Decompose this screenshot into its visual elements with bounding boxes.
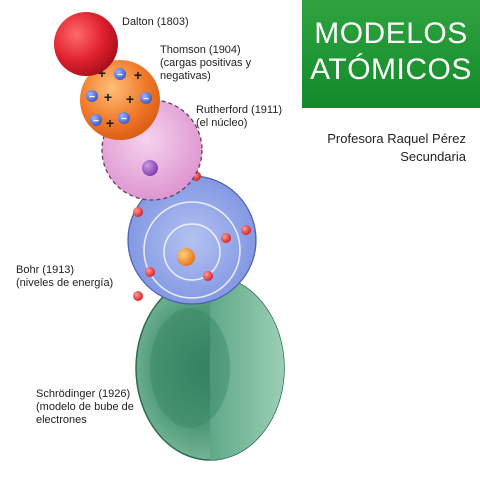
plus-sign: + bbox=[106, 115, 114, 131]
minus-sign: − bbox=[89, 92, 95, 103]
bohr-model bbox=[127, 171, 257, 305]
plus-sign: + bbox=[104, 89, 112, 105]
minus-sign: − bbox=[117, 70, 123, 81]
title-banner: MODELOS ATÓMICOS bbox=[302, 0, 480, 108]
minus-sign: − bbox=[93, 116, 99, 127]
plus-sign: + bbox=[126, 91, 134, 107]
author-level: Secundaria bbox=[400, 149, 466, 164]
atomic-models-illustration: + + + + + − − − − − bbox=[54, 12, 285, 461]
title-line-2: ATÓMICOS bbox=[310, 53, 472, 86]
rutherford-label: Rutherford (1911) (el núcleo) bbox=[196, 104, 283, 129]
minus-sign: − bbox=[121, 114, 127, 125]
bohr-label: Bohr (1913) (niveles de energía) bbox=[16, 264, 114, 289]
author-name: Profesora Raquel Pérez bbox=[327, 131, 466, 146]
schrodinger-label: Schrödinger (1926) (modelo de bube de el… bbox=[36, 388, 134, 426]
plus-sign: + bbox=[98, 65, 106, 81]
thomson-label: Thomson (1904) (cargas positivas y negat… bbox=[160, 44, 252, 82]
author-info: Profesora Raquel Pérez Secundaria bbox=[296, 130, 466, 166]
bohr-nucleus bbox=[177, 248, 195, 266]
bohr-electron bbox=[221, 233, 231, 243]
thomson-model: + + + + + − − − − − bbox=[80, 60, 160, 140]
minus-sign: − bbox=[143, 94, 149, 105]
bohr-electron bbox=[203, 271, 213, 281]
atomic-models-diagram: + + + + + − − − − − bbox=[16, 12, 285, 461]
dalton-model bbox=[54, 12, 118, 76]
schrodinger-model bbox=[135, 275, 285, 461]
bohr-electron bbox=[145, 267, 155, 277]
rutherford-nucleus bbox=[142, 160, 158, 176]
bohr-electron bbox=[133, 291, 143, 301]
dalton-label: Dalton (1803) bbox=[122, 16, 189, 28]
bohr-electron bbox=[133, 207, 143, 217]
plus-sign: + bbox=[134, 67, 142, 83]
bohr-electron bbox=[241, 225, 251, 235]
title-line-1: MODELOS bbox=[314, 17, 468, 50]
